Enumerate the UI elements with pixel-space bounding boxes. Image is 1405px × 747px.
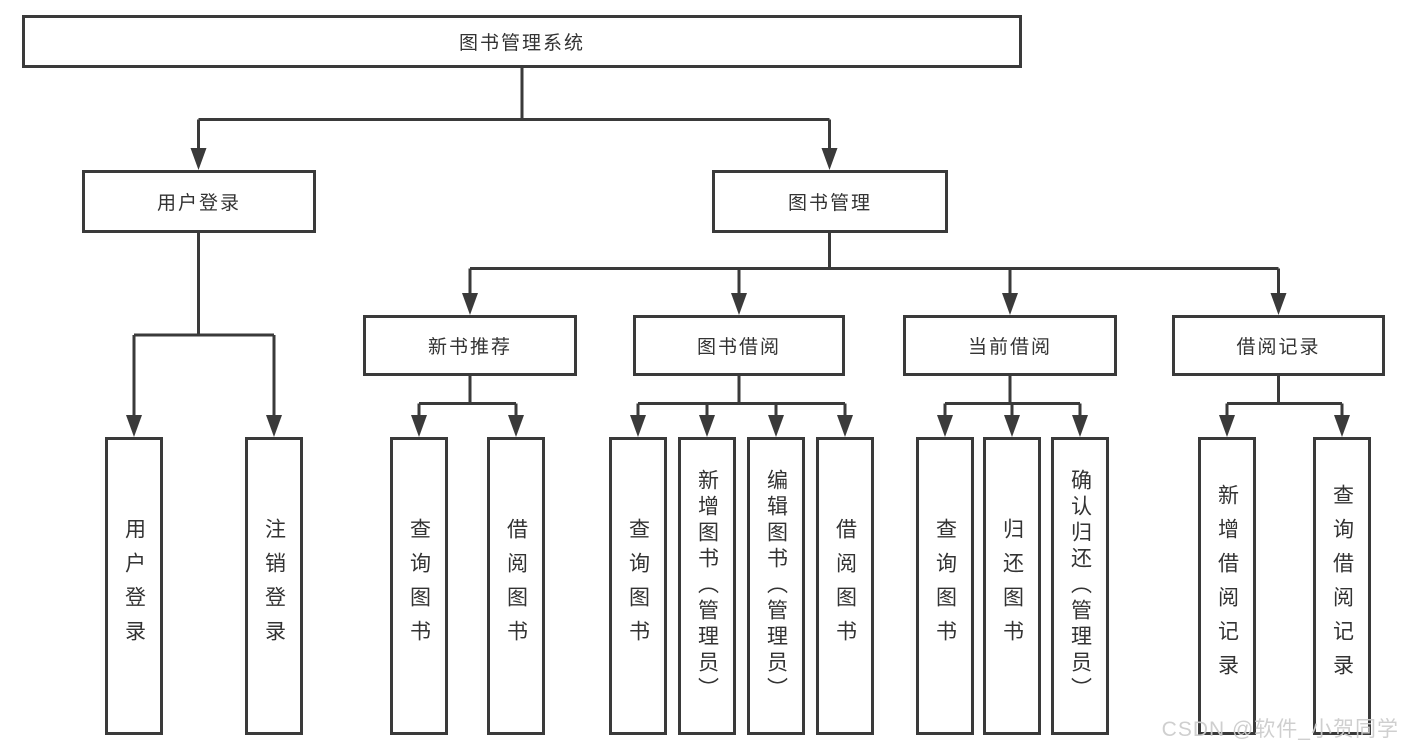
leaf-edit-books-admin-label: 编辑图书（管理员） [764,469,788,703]
leaf-add-borrow-record: 新增借阅记录 [1198,437,1256,735]
leaf-borrow-books-recommend: 借阅图书 [487,437,545,735]
node-book-management: 图书管理 [712,170,948,233]
node-current-borrowing-label: 当前借阅 [967,337,1052,358]
leaf-query-books-recommend-label: 查询图书 [407,518,431,654]
leaf-add-books-admin: 新增图书（管理员） [678,437,736,735]
leaf-logout-label: 注销登录 [262,518,286,654]
leaf-query-borrow-record-label: 查询借阅记录 [1330,484,1354,688]
leaf-borrow-books-recommend-label: 借阅图书 [504,518,528,654]
connector-paths [132,68,1344,417]
leaf-add-borrow-record-label: 新增借阅记录 [1215,484,1239,688]
node-root-label: 图书管理系统 [458,33,585,54]
node-book-borrowing-label: 图书借阅 [696,337,781,358]
leaf-add-books-admin-label: 新增图书（管理员） [695,469,719,703]
leaf-logout: 注销登录 [245,437,303,735]
leaf-query-books-current-label: 查询图书 [933,518,957,654]
leaf-confirm-return-admin-label: 确认归还（管理员） [1068,469,1092,703]
leaf-borrow-books-label: 借阅图书 [833,518,857,654]
node-borrowing-records: 借阅记录 [1172,315,1385,376]
node-borrowing-records-label: 借阅记录 [1236,337,1321,358]
leaf-confirm-return-admin: 确认归还（管理员） [1051,437,1109,735]
leaf-user-login-label: 用户登录 [122,518,146,654]
leaf-query-books-recommend: 查询图书 [390,437,448,735]
connector-arrowheads [126,148,1350,437]
node-user-login: 用户登录 [82,170,316,233]
leaf-query-books-current: 查询图书 [916,437,974,735]
node-new-book-recommend: 新书推荐 [363,315,577,376]
leaf-query-borrow-record: 查询借阅记录 [1313,437,1371,735]
leaf-return-books: 归还图书 [983,437,1041,735]
leaf-return-books-label: 归还图书 [1000,518,1024,654]
node-current-borrowing: 当前借阅 [903,315,1117,376]
leaf-edit-books-admin: 编辑图书（管理员） [747,437,805,735]
node-user-login-label: 用户登录 [156,193,241,214]
watermark: CSDN @软件_小贺同学 [1161,718,1399,741]
leaf-query-books-borrow: 查询图书 [609,437,667,735]
leaf-query-books-borrow-label: 查询图书 [626,518,650,654]
node-new-book-recommend-label: 新书推荐 [427,337,512,358]
leaf-user-login: 用户登录 [105,437,163,735]
node-book-management-label: 图书管理 [787,193,872,214]
leaf-borrow-books: 借阅图书 [816,437,874,735]
node-book-borrowing: 图书借阅 [633,315,845,376]
node-root: 图书管理系统 [22,15,1022,68]
